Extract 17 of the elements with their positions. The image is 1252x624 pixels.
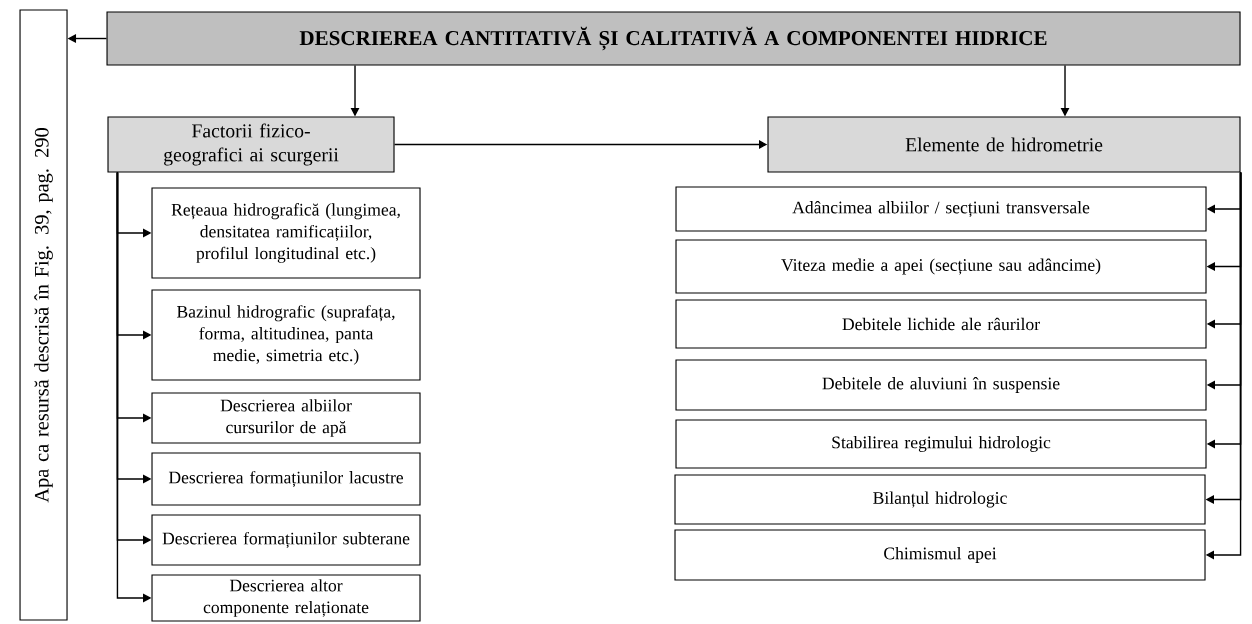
item-box: Debitele lichide ale râurilor bbox=[675, 299, 1207, 349]
item-box: Stabilirea regimului hidrologic bbox=[675, 419, 1207, 469]
item-box: Adâncimea albiilor / secțiuni transversale bbox=[675, 186, 1207, 232]
item-box: Descrierea altor componente relaționate bbox=[151, 574, 421, 622]
item-box: Bilanțul hidrologic bbox=[674, 474, 1206, 525]
item-box: Bazinul hidrografic (suprafața, forma, altitudinea, panta medie, simetria etc.) bbox=[151, 289, 421, 381]
item-box: Descrierea albiilor cursurilor de apă bbox=[151, 392, 421, 444]
category-box: Factorii fizico-geografici ai scurgerii bbox=[107, 116, 395, 173]
item-box: Descrierea formațiunilor subterane bbox=[151, 514, 421, 566]
item-box: Debitele de aluviuni în suspensie bbox=[675, 359, 1207, 411]
category-box: Elemente de hidrometrie bbox=[767, 116, 1241, 173]
item-box: Descrierea formațiunilor lacustre bbox=[151, 452, 421, 506]
item-box: Viteza medie a apei (secțiune sau adâncime) bbox=[675, 239, 1207, 294]
item-box: Chimismul apei bbox=[674, 529, 1206, 581]
side-box: Apa ca resursă descrisă în Fig. 39, pag. 290 bbox=[19, 9, 68, 621]
title-box: DESCRIEREA CANTITATIVĂ ȘI CALITATIVĂ A COMPONENTEI HIDRICE bbox=[106, 11, 1241, 66]
item-box: Rețeaua hidrografică (lungimea, densitatea ramificațiilor, profilul longitudinal etc.) bbox=[151, 187, 421, 279]
